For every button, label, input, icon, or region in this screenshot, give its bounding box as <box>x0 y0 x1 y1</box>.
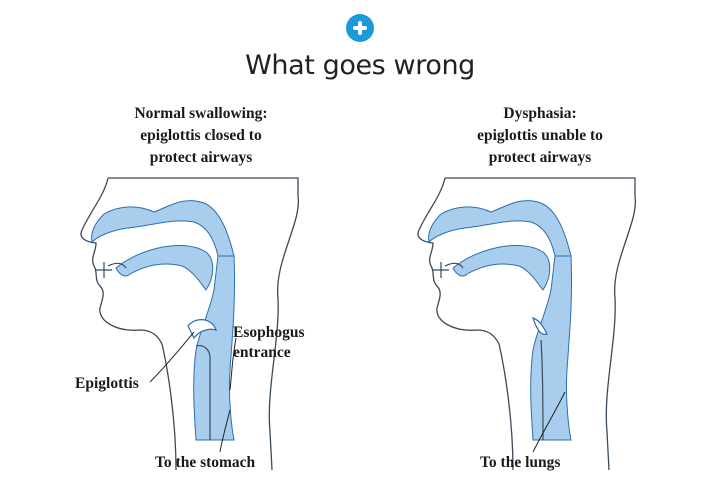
to-lungs-label: To the lungs <box>480 454 561 471</box>
epiglottis-leader <box>149 331 195 383</box>
dysphasia-caption: Dysphasia: epiglottis unable to protect … <box>477 105 603 166</box>
normal-swallowing-caption: Normal swallowing: epiglottis closed to … <box>134 105 268 166</box>
lungs-leader <box>532 391 566 453</box>
normal-swallowing-diagram <box>80 177 300 471</box>
page-title: What goes wrong <box>245 50 475 81</box>
to-stomach-label: To the stomach <box>155 454 256 471</box>
plus-circle-icon <box>346 14 374 42</box>
epiglottis-label: Epiglottis <box>75 375 139 392</box>
pharynx-passage <box>193 255 236 441</box>
pharynx-passage <box>530 255 573 441</box>
esophagus-leader <box>229 337 237 391</box>
stomach-leader <box>219 409 231 453</box>
esophagus-entrance-label: Esophogus entrance <box>233 324 305 361</box>
epiglottis-closed <box>187 319 217 340</box>
trachea <box>195 345 211 440</box>
trachea <box>540 339 544 441</box>
epiglottis-open <box>532 317 548 335</box>
dysphasia-diagram <box>417 177 637 471</box>
